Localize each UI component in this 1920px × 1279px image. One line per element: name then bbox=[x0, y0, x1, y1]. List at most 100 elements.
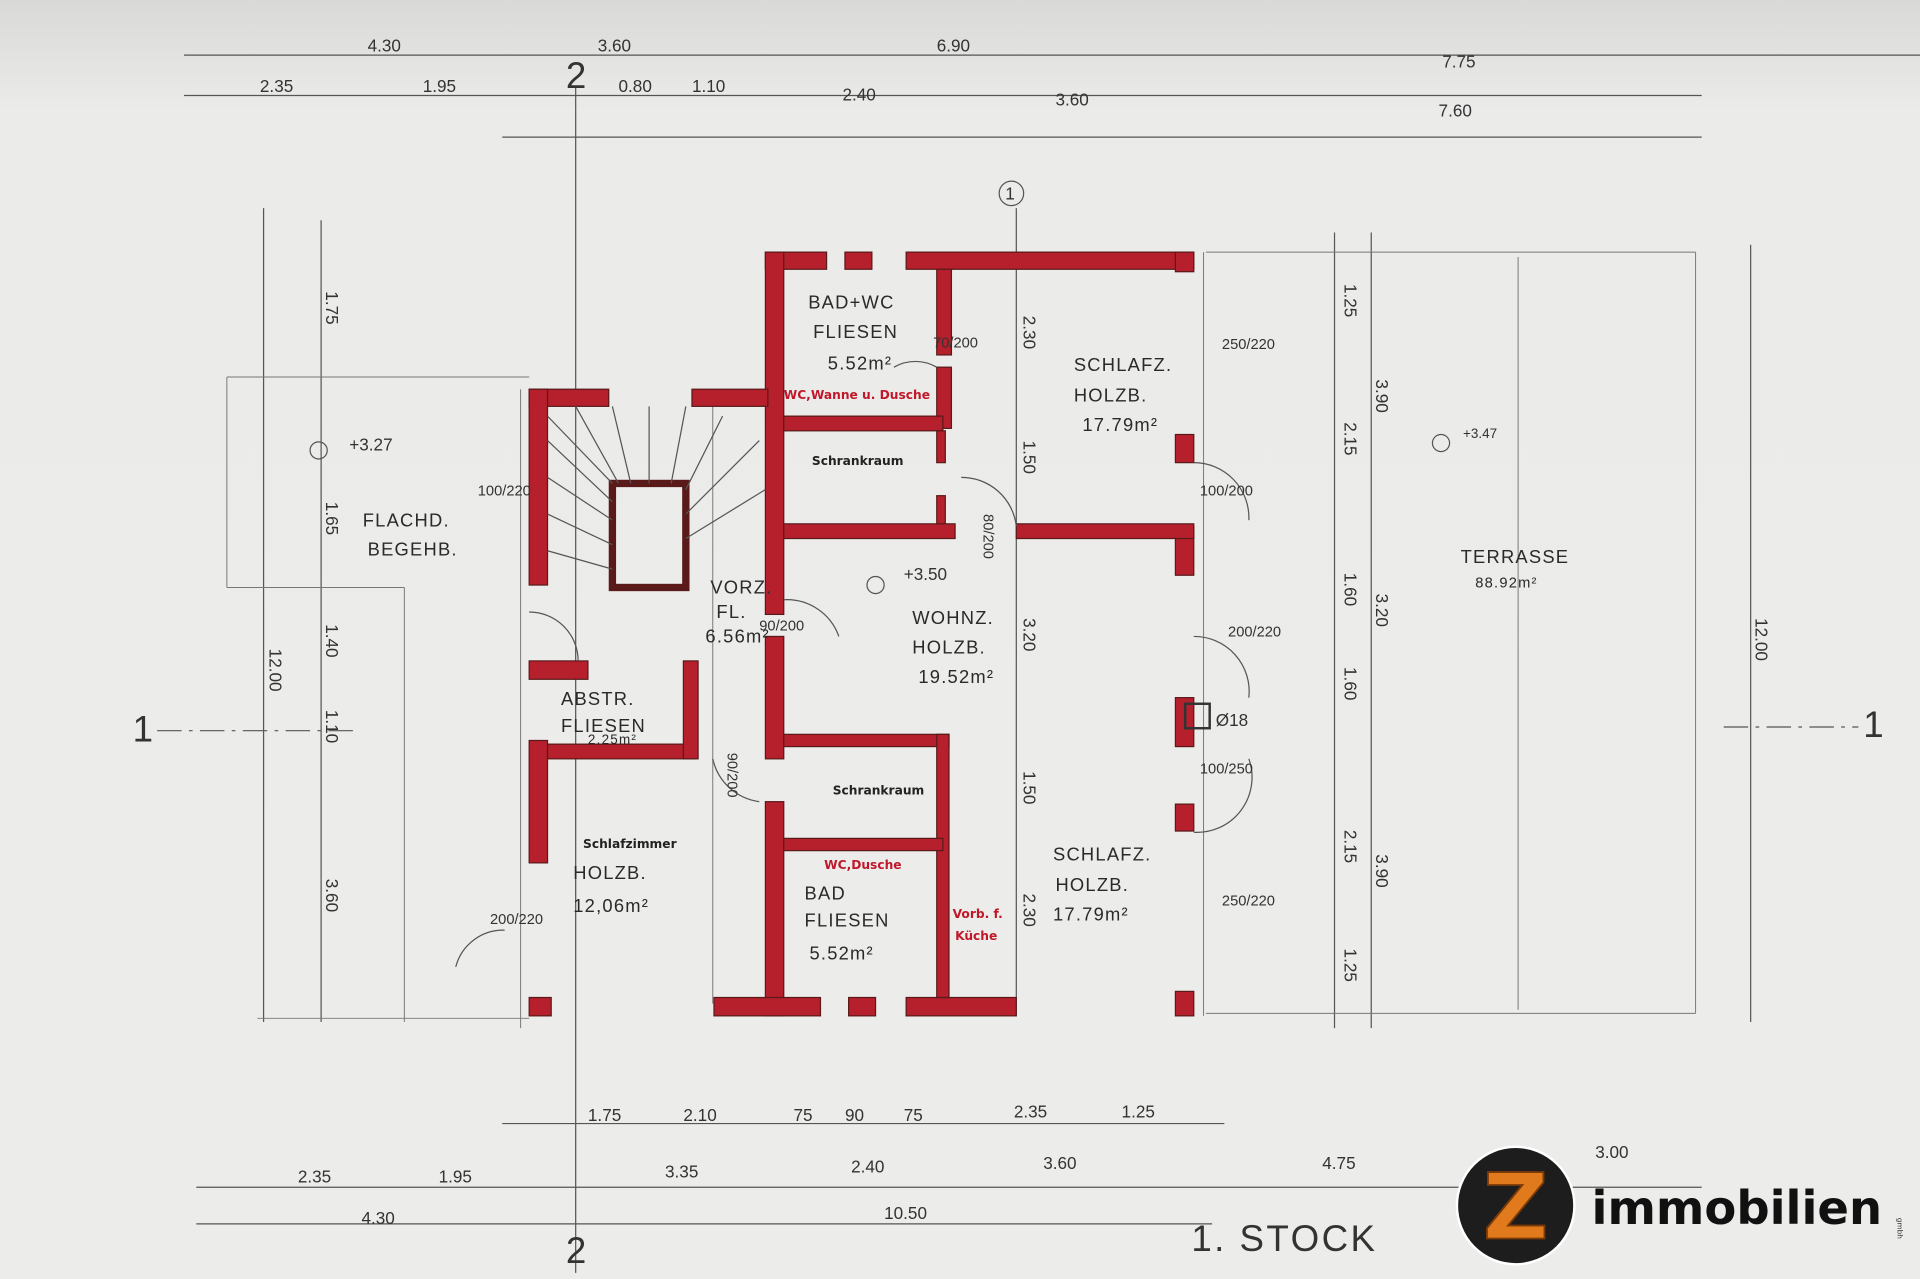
room-schlafzimmer: Schlafzimmer bbox=[583, 837, 677, 851]
opening-label: 250/220 bbox=[1222, 337, 1275, 353]
dimension-texts: 4.30 3.60 6.90 7.75 2.35 1.95 0.80 1.10 … bbox=[260, 35, 1772, 1228]
logo-text: immobilien bbox=[1592, 1181, 1883, 1235]
opening-label: 200/220 bbox=[490, 912, 543, 928]
section-mark-bottom: 2 bbox=[566, 1230, 589, 1271]
axis-mark: 1 bbox=[1005, 183, 1015, 203]
dim-label: 3.20 bbox=[1020, 618, 1040, 651]
dim-label: 1.25 bbox=[1122, 1101, 1155, 1121]
opening-label: 250/220 bbox=[1222, 894, 1275, 910]
dim-label: 2.40 bbox=[851, 1157, 884, 1177]
dim-label: 2.15 bbox=[1340, 830, 1360, 863]
dim-label: 1.65 bbox=[322, 502, 342, 535]
walls bbox=[528, 251, 1195, 1017]
dim-label: 1.95 bbox=[439, 1166, 472, 1186]
room-area: 88.92m² bbox=[1475, 575, 1537, 591]
room-area: 12,06m² bbox=[573, 895, 649, 916]
dim-label: 1.50 bbox=[1020, 441, 1040, 474]
kitchen-note: Küche bbox=[955, 929, 997, 943]
dim-label: 1.50 bbox=[1020, 771, 1040, 804]
room-area: 6.56m² bbox=[705, 626, 769, 647]
logo-suffix: gmbh bbox=[1896, 1218, 1905, 1239]
level-marks: +3.27 +3.47 +3.50 Ø18 1 1 2 2 1 1. STOCK bbox=[133, 55, 1886, 1271]
dim-label: 3.90 bbox=[1372, 379, 1392, 412]
room-floor: FLIESEN bbox=[561, 715, 646, 736]
room-schlafz-top: SCHLAFZ. bbox=[1074, 354, 1172, 375]
opening-label: 70/200 bbox=[933, 336, 978, 352]
dim-label: 7.75 bbox=[1442, 51, 1475, 71]
room-schrankraum-bottom: Schrankraum bbox=[833, 783, 925, 797]
room-floor: HOLZB. bbox=[573, 862, 647, 883]
company-logo: Z immobilien gmbh bbox=[1455, 1145, 1905, 1266]
dim-label: 2.40 bbox=[843, 84, 876, 104]
dim-label: 1.40 bbox=[322, 624, 342, 657]
dim-label: 1.25 bbox=[1340, 949, 1360, 982]
room-floor: FLIESEN bbox=[813, 321, 898, 342]
dim-label: 0.80 bbox=[619, 76, 652, 96]
dim-label: 1.25 bbox=[1340, 284, 1360, 317]
room-schlafz-bottom: SCHLAFZ. bbox=[1053, 843, 1151, 864]
door-swings bbox=[455, 360, 1253, 968]
room-floor: FL. bbox=[716, 601, 746, 622]
room-area: 5.52m² bbox=[809, 943, 873, 964]
level-left: +3.27 bbox=[349, 434, 392, 454]
opening-label: 80/200 bbox=[979, 514, 995, 559]
room-floor: HOLZB. bbox=[912, 637, 986, 658]
stairs bbox=[547, 406, 766, 570]
dim-label: 12.00 bbox=[1752, 618, 1772, 661]
chimney-icon bbox=[1183, 702, 1211, 730]
dim-label: 2.30 bbox=[1020, 893, 1040, 926]
dim-label: 2.35 bbox=[1014, 1101, 1047, 1121]
plan-title: 1. STOCK bbox=[1191, 1218, 1377, 1259]
room-floor: HOLZB. bbox=[1055, 874, 1129, 895]
dim-label: 2.10 bbox=[683, 1105, 716, 1125]
level-terrace: +3.47 bbox=[1463, 426, 1497, 441]
room-floor: HOLZB. bbox=[1074, 384, 1148, 405]
room-note: WC,Dusche bbox=[824, 858, 901, 872]
dim-label: 3.60 bbox=[598, 35, 631, 55]
room-area: 17.79m² bbox=[1053, 903, 1129, 924]
opening-label: 100/200 bbox=[1200, 484, 1253, 500]
dim-label: 3.60 bbox=[1055, 89, 1088, 109]
logo-letter: Z bbox=[1483, 1156, 1549, 1261]
dim-label: 3.35 bbox=[665, 1161, 698, 1181]
dim-label: 10.50 bbox=[884, 1203, 927, 1223]
dim-label: 7.60 bbox=[1439, 100, 1472, 120]
room-area: 19.52m² bbox=[918, 666, 994, 687]
dim-label: 75 bbox=[904, 1105, 923, 1125]
dim-label: 3.60 bbox=[1043, 1153, 1076, 1173]
dim-label: 4.30 bbox=[368, 35, 401, 55]
logo-circle bbox=[1455, 1145, 1576, 1266]
dim-label: 2.15 bbox=[1340, 422, 1360, 455]
section-mark-right: 1 bbox=[1863, 704, 1886, 745]
dim-label: 75 bbox=[794, 1105, 813, 1125]
room-bad-top: BAD+WC bbox=[808, 291, 894, 312]
room-vorz: VORZ. bbox=[710, 577, 772, 598]
room-abstr: ABSTR. bbox=[561, 688, 635, 709]
kitchen-note: Vorb. f. bbox=[953, 907, 1003, 921]
room-flachdach: BEGEHB. bbox=[368, 539, 458, 560]
dim-label: 4.75 bbox=[1322, 1153, 1355, 1173]
dim-label: 1.10 bbox=[322, 710, 342, 743]
room-flachdach: FLACHD. bbox=[363, 509, 450, 530]
opening-label: 100/250 bbox=[1200, 762, 1253, 778]
opening-label: 90/200 bbox=[723, 753, 739, 798]
dim-label: 6.90 bbox=[937, 35, 970, 55]
dim-label: 3.00 bbox=[1595, 1142, 1628, 1162]
dim-label: 3.20 bbox=[1372, 594, 1392, 627]
room-wohnz: WOHNZ. bbox=[912, 607, 994, 628]
dim-label: 1.95 bbox=[423, 76, 456, 96]
dim-label: 1.10 bbox=[692, 76, 725, 96]
room-floor: FLIESEN bbox=[805, 910, 890, 931]
dim-label: 1.60 bbox=[1340, 573, 1360, 606]
room-bad-bottom: BAD bbox=[805, 883, 846, 904]
dim-label: 2.30 bbox=[1020, 316, 1040, 349]
dim-label: 1.60 bbox=[1340, 667, 1360, 700]
dim-label: 1.75 bbox=[322, 291, 342, 324]
room-area: 17.79m² bbox=[1082, 414, 1158, 435]
dimension-lines bbox=[184, 54, 1920, 1273]
dim-label: 2.35 bbox=[298, 1166, 331, 1186]
level-living: +3.50 bbox=[904, 564, 947, 584]
dim-label: 4.30 bbox=[362, 1208, 395, 1228]
